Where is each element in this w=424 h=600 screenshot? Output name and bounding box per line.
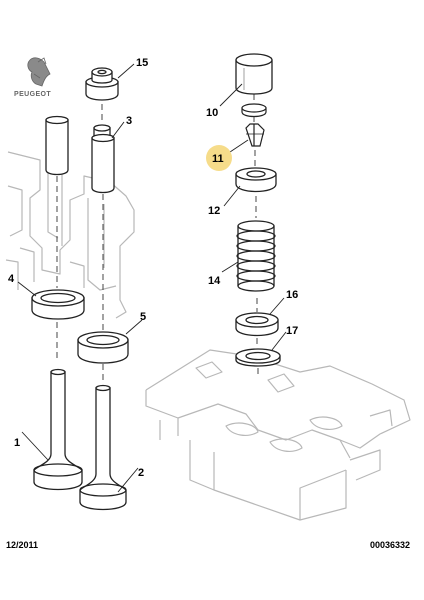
callout-1: 1: [14, 437, 20, 449]
leader-lines: [17, 63, 287, 493]
callout-4: 4: [8, 273, 15, 285]
callout-17: 17: [286, 325, 298, 337]
brand-name: PEUGEOT: [14, 91, 51, 98]
cylinder-head-block-right: [145, 349, 411, 521]
callout-16: 16: [286, 289, 298, 301]
part-10-tappet: [235, 53, 273, 95]
valve-guide-left: [45, 115, 69, 176]
part-12-spring-retainer: [235, 167, 277, 193]
part-1-valve: [33, 368, 83, 491]
tappet-shim: [241, 103, 267, 118]
part-5-valve-seat: [77, 331, 129, 364]
callout-10: 10: [206, 107, 218, 119]
part-4-valve-seat: [31, 289, 85, 320]
callout-15: 15: [136, 57, 148, 69]
peugeot-lion-logo: PEUGEOT: [14, 57, 51, 98]
footer-date: 12/2011: [6, 540, 39, 550]
footer-reference-number: 00036332: [369, 540, 410, 550]
callout-labels: 15 3 4 5 1 2 10 11 12 14 16 17: [8, 57, 298, 479]
callout-12: 12: [208, 205, 220, 217]
part-11-valve-keepers: [245, 123, 265, 147]
callout-3: 3: [126, 115, 132, 127]
part-3-valve-guide: [91, 124, 115, 194]
callout-11: 11: [212, 153, 224, 165]
assembly-axes-left: [56, 104, 104, 382]
part-17-washer: [235, 348, 281, 367]
part-16-spring-seat: [235, 312, 279, 337]
part-14-valve-spring: [236, 220, 276, 292]
part-15-valve-stem-seal: [85, 67, 119, 101]
callout-11-highlight: [206, 145, 232, 171]
callout-2: 2: [138, 467, 144, 479]
callout-5: 5: [140, 311, 146, 323]
cylinder-head-cutaway-left: [5, 151, 135, 319]
callout-14: 14: [208, 275, 221, 287]
part-2-valve: [79, 384, 127, 511]
